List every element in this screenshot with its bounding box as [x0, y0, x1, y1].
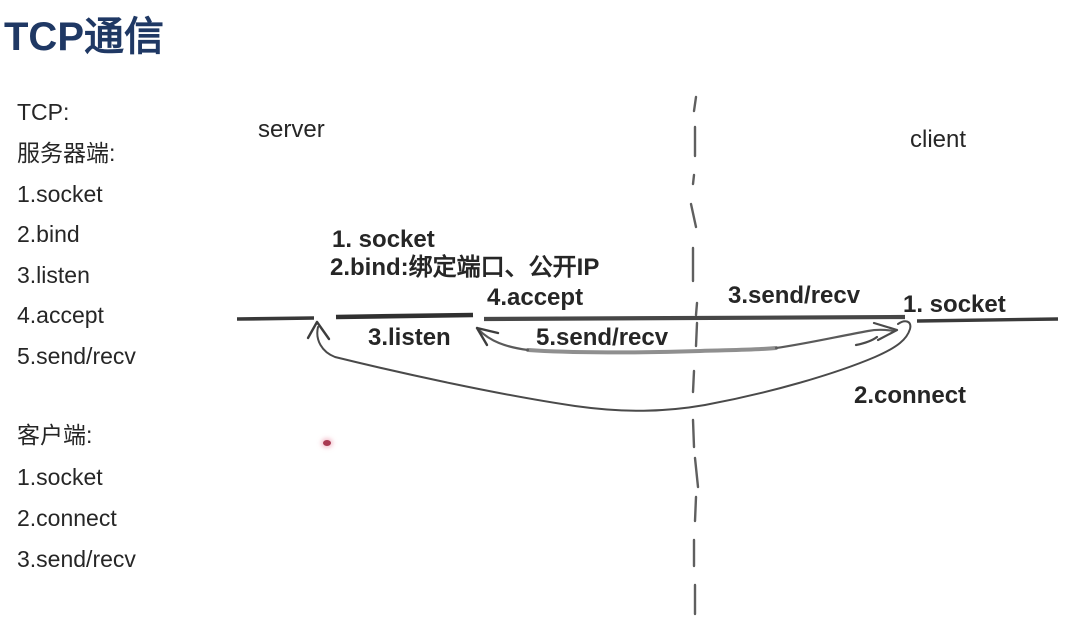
connect-curve	[316, 320, 912, 412]
sidebar-server-step-1: 1.socket	[17, 181, 103, 207]
server-accept-line	[483, 314, 906, 322]
server-bind-annotation: 2.bind:绑定端口、公开IP	[330, 254, 600, 281]
server-accept-annotation: 4.accept	[487, 284, 584, 311]
red-pointer-dot	[323, 440, 331, 446]
sidebar-client-step-3: 3.send/recv	[17, 546, 136, 572]
dashed-divider-line	[689, 95, 700, 616]
sidebar-server-heading: 服务器端:	[17, 140, 116, 166]
server-socket-annotation: 1. socket	[332, 226, 435, 253]
client-column-label: client	[910, 126, 967, 153]
sidebar-server-step-2: 2.bind	[17, 221, 80, 247]
client-socket-line	[916, 317, 1059, 323]
sendrecv-left-curve	[477, 328, 530, 352]
server-line-segment-b	[335, 312, 474, 320]
server-line-segment-a	[236, 316, 315, 321]
client-socket-annotation: 1. socket	[903, 291, 1006, 318]
sidebar-tcp-heading: TCP:	[17, 99, 70, 125]
sidebar-client-step-2: 2.connect	[17, 505, 117, 531]
server-column-label: server	[258, 116, 325, 143]
sendrecv-left-arrowhead-icon	[475, 326, 500, 347]
sidebar-client-heading: 客户端:	[17, 422, 93, 448]
sidebar-client-step-1: 1.socket	[17, 464, 103, 490]
client-sendrecv-annotation: 3.send/recv	[728, 282, 861, 309]
sidebar-server-step-3: 3.listen	[17, 262, 90, 288]
sendrecv-middle-line	[526, 346, 778, 355]
sidebar-server-step-5: 5.send/recv	[17, 343, 136, 369]
sidebar-server-step-4: 4.accept	[17, 302, 104, 328]
connect-arrowhead-icon	[306, 320, 331, 341]
sendrecv-right-curve	[774, 328, 896, 350]
client-connect-annotation: 2.connect	[854, 382, 967, 409]
page-title: TCP通信	[4, 15, 164, 59]
server-listen-annotation: 3.listen	[368, 324, 451, 351]
sendrecv-right-arrowhead-icon	[854, 321, 899, 347]
server-sendrecv-annotation: 5.send/recv	[536, 324, 669, 351]
